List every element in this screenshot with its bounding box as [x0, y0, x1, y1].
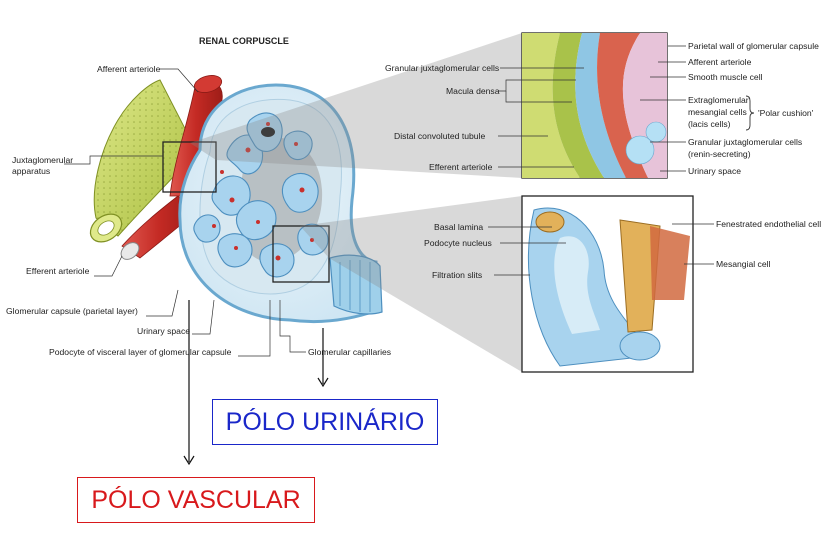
- label-podocyte-visceral: Podocyte of visceral layer of glomerular…: [49, 347, 232, 357]
- zoom-cone-top: [190, 33, 522, 178]
- label-granular-jg-cells: Granular juxtaglomerular cells: [385, 63, 499, 73]
- label-afferent-arteriole: Afferent arteriole: [97, 64, 161, 74]
- label-basal-lamina: Basal lamina: [434, 222, 483, 232]
- label-mesangial-cell: Mesangial cell: [716, 259, 771, 269]
- inset-juxtaglomerular: [521, 32, 668, 179]
- label-urinary-space: Urinary space: [137, 326, 190, 336]
- label-juxtaglomerular-2: apparatus: [12, 166, 50, 176]
- polar-cushion-brace: [745, 95, 755, 131]
- label-extraglomerular-1: Extraglomerular: [688, 95, 749, 105]
- label-granular-jg-renin-1: Granular juxtaglomerular cells: [688, 137, 802, 147]
- polo-vascular-box: PÓLO VASCULAR: [77, 477, 315, 523]
- label-macula-densa: Macula densa: [446, 86, 500, 96]
- arrow-urinary-pole: [317, 328, 329, 388]
- label-glomerular-capillaries: Glomerular capillaries: [308, 347, 391, 357]
- label-granular-jg-renin-2: (renin-secreting): [688, 149, 751, 159]
- zoom-cone-bottom: [300, 196, 522, 372]
- label-smooth-muscle: Smooth muscle cell: [688, 72, 763, 82]
- label-extraglomerular-2: mesangial cells: [688, 107, 747, 117]
- label-fenestrated-endothelial: Fenestrated endothelial cell: [716, 219, 821, 229]
- polo-urinario-text: PÓLO URINÁRIO: [225, 407, 425, 436]
- label-polar-cushion: 'Polar cushion': [758, 108, 814, 118]
- distal-tubule-illustration: [89, 79, 197, 243]
- jg-zoom-box: [162, 141, 217, 193]
- label-distal-tubule: Distal convoluted tubule: [394, 131, 485, 141]
- label-podocyte-nucleus: Podocyte nucleus: [424, 238, 492, 248]
- label-parietal-wall: Parietal wall of glomerular capsule: [688, 41, 819, 51]
- inset-filtration-barrier: [521, 195, 694, 373]
- label-juxtaglomerular-1: Juxtaglomerular: [12, 155, 73, 165]
- diagram-title: RENAL CORPUSCLE: [199, 36, 289, 46]
- label-efferent-arteriole: Efferent arteriole: [26, 266, 90, 276]
- polo-vascular-text: PÓLO VASCULAR: [91, 485, 301, 514]
- label-glomerular-capsule-parietal: Glomerular capsule (parietal layer): [6, 306, 138, 316]
- capillary-zoom-box: [272, 225, 330, 283]
- label-extraglomerular-3: (lacis cells): [688, 119, 731, 129]
- label-inset-efferent: Efferent arteriole: [429, 162, 493, 172]
- polo-urinario-box: PÓLO URINÁRIO: [212, 399, 438, 445]
- label-filtration-slits: Filtration slits: [432, 270, 482, 280]
- label-inset-urinary-space: Urinary space: [688, 166, 741, 176]
- arrow-vascular-pole: [183, 300, 195, 466]
- label-inset-afferent: Afferent arteriole: [688, 57, 752, 67]
